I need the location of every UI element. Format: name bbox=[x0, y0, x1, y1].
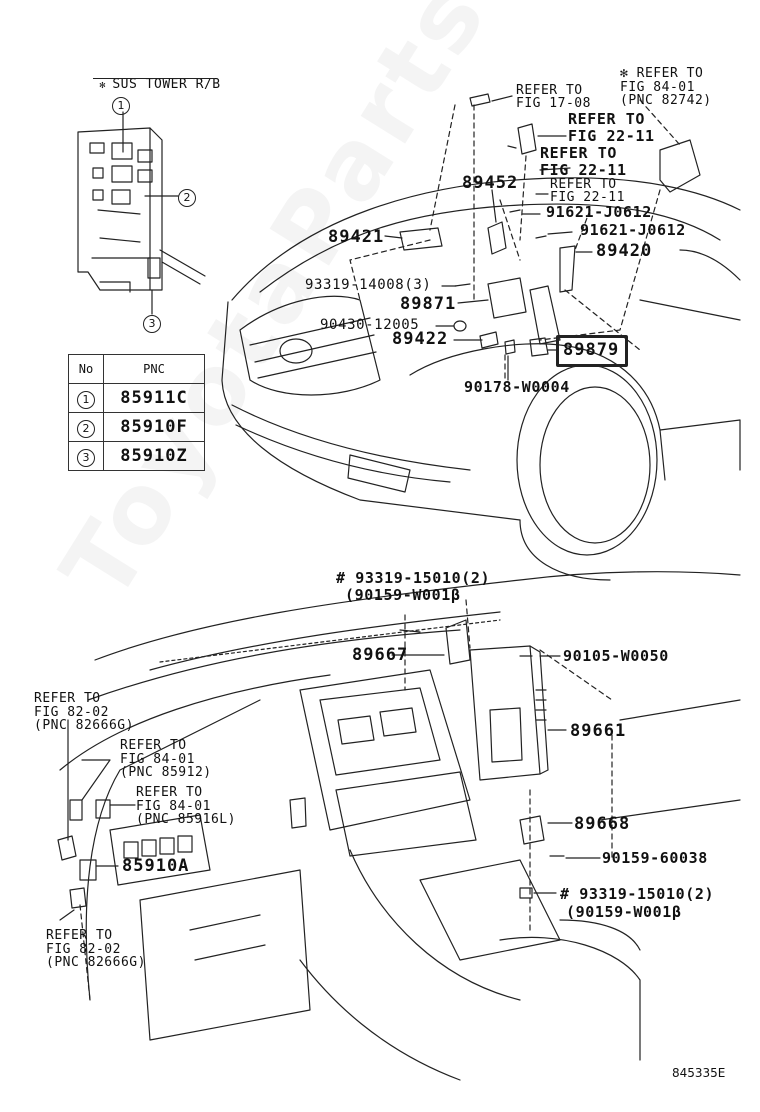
part-91621-b: 91621-J0612 bbox=[580, 221, 686, 239]
engine-solid-leaders bbox=[384, 95, 593, 381]
row-pnc: 85911C bbox=[103, 383, 205, 413]
front-car-drawing bbox=[221, 177, 741, 581]
pnc-table: No PNC 1 85911C 2 85910F 3 85910Z bbox=[68, 354, 205, 471]
part-93319-14008: 93319-14008(3) bbox=[305, 277, 432, 293]
relay-block-drawing bbox=[77, 111, 206, 315]
dash-solid-leaders bbox=[59, 654, 601, 921]
title-underline bbox=[93, 62, 215, 79]
part-89667: 89667 bbox=[352, 645, 409, 665]
part-89452: 89452 bbox=[462, 173, 519, 193]
table-row: 2 85910F bbox=[68, 412, 205, 442]
part-90178-w0004: 90178-W0004 bbox=[464, 378, 570, 396]
row-no: 3 bbox=[68, 441, 104, 471]
highlight-box bbox=[556, 335, 628, 367]
part-89421: 89421 bbox=[328, 227, 385, 247]
dash-leader-lines bbox=[79, 599, 613, 1001]
table-row: 1 85911C bbox=[68, 383, 205, 413]
part-93319-15010-bottom: # 93319-15010(2) bbox=[560, 885, 715, 903]
callout-3: 3 bbox=[143, 314, 161, 333]
row-no: 1 bbox=[68, 383, 104, 413]
relay-block-title: ✻ SUS TOWER R/B bbox=[99, 77, 221, 92]
part-89661: 89661 bbox=[570, 721, 627, 741]
dash-parts-drawing bbox=[57, 619, 565, 909]
part-90430-12005: 90430-12005 bbox=[320, 317, 420, 333]
part-89422: 89422 bbox=[392, 329, 449, 349]
header-no: No bbox=[68, 354, 104, 384]
part-90105-w0050: 90105-W0050 bbox=[563, 647, 669, 665]
engine-parts-drawing bbox=[399, 93, 701, 357]
row-pnc: 85910Z bbox=[103, 441, 205, 471]
part-89420: 89420 bbox=[596, 241, 653, 261]
part-90159-60038: 90159-60038 bbox=[602, 849, 708, 867]
table-row: 3 85910Z bbox=[68, 441, 205, 471]
callout-2: 2 bbox=[178, 188, 196, 207]
part-89871: 89871 bbox=[400, 294, 457, 314]
row-pnc: 85910F bbox=[103, 412, 205, 442]
header-pnc: PNC bbox=[103, 354, 205, 384]
callout-1: 1 bbox=[112, 96, 130, 115]
part-90159-w001b-top: (90159-W001β bbox=[345, 586, 461, 604]
part-89879: 89879 bbox=[563, 340, 620, 360]
part-90159-w001b-bottom: (90159-W001β bbox=[566, 903, 682, 921]
row-no: 2 bbox=[68, 412, 104, 442]
part-85910a: 85910A bbox=[122, 856, 190, 876]
part-93319-15010-top: # 93319-15010(2) bbox=[336, 569, 491, 587]
table-header-row: No PNC bbox=[68, 354, 205, 384]
part-91621-a: 91621-J0612 bbox=[546, 203, 652, 221]
part-89668: 89668 bbox=[574, 814, 631, 834]
figure-id: 845335E bbox=[672, 1066, 726, 1080]
